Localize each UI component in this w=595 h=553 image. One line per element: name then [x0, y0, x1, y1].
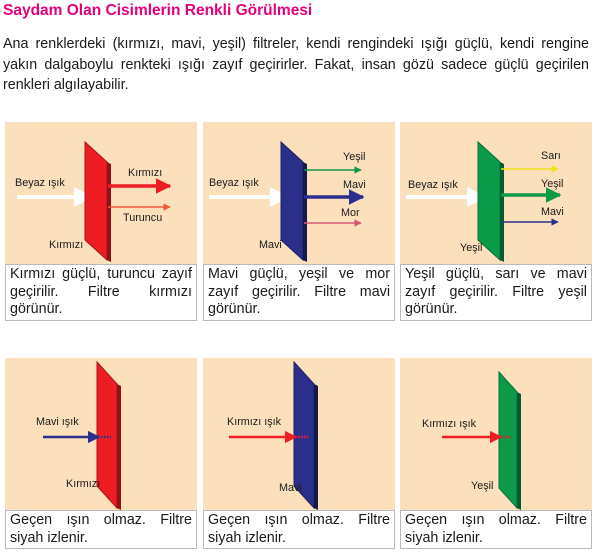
panel-white-light-red-filter: Beyaz ışık Kırmızı Turuncu Kırmızı — [5, 122, 197, 264]
panel-white-light-blue-filter: Beyaz ışık Yeşil Mavi Mor Mavi — [203, 122, 395, 264]
output-label-yellow: Sarı — [541, 150, 561, 162]
panel-white-light-green-filter: Beyaz ışık Sarı Yeşil Mavi Yeşil — [400, 122, 592, 264]
green-filter-edge — [500, 162, 504, 262]
page-title: Saydam Olan Cisimlerin Renkli Görülmesi — [3, 2, 313, 19]
blue-filter-edge — [314, 384, 318, 510]
red-filter-edge — [117, 384, 121, 510]
filter-label: Mavi — [259, 239, 282, 251]
filter-label: Kırmızı — [66, 478, 100, 490]
blue-filter-plate — [280, 140, 304, 262]
caption-blue-filter: Mavi güçlü, yeşil ve mor zayıf geçirilir… — [203, 264, 395, 321]
green-filter-edge — [517, 392, 521, 510]
diagram-green-filter-white-light: Beyaz ışık Sarı Yeşil Mavi Yeşil — [406, 140, 564, 262]
output-label-green: Yeşil — [541, 178, 563, 190]
filter-label: Kırmızı — [49, 239, 83, 251]
output-label-blue: Mavi — [541, 206, 564, 218]
blue-filter-edge — [303, 162, 307, 262]
input-light-label: Kırmızı ışık — [227, 416, 282, 428]
input-light-label: Beyaz ışık — [408, 179, 458, 191]
output-label-orange: Turuncu — [123, 212, 162, 224]
diagram-blue-filter-white-light: Beyaz ışık Yeşil Mavi Mor Mavi — [209, 140, 366, 262]
caption-green-filter: Yeşil güçlü, sarı ve mavi zayıf geçirili… — [400, 264, 592, 321]
output-label-violet: Mor — [341, 207, 360, 219]
diagram-green-filter-red-light: Kırmızı ışık Yeşil — [422, 370, 521, 510]
panel-blue-light-red-filter: Mavi ışık Kırmızı — [5, 358, 197, 510]
filter-label: Yeşil — [460, 242, 482, 254]
output-label-red: Kırmızı — [128, 167, 162, 179]
red-filter-edge — [107, 162, 111, 262]
output-label-blue: Mavi — [343, 179, 366, 191]
caption-red-filter: Kırmızı güçlü, turuncu zayıf geçirilir. … — [5, 264, 197, 321]
green-filter-plate — [498, 370, 518, 510]
intro-paragraph: Ana renklerdeki (kırmızı, mavi, yeşil) f… — [3, 36, 589, 93]
diagram-red-filter-blue-light: Mavi ışık Kırmızı — [36, 360, 121, 510]
caption-green-filter-no-ray: Geçen ışın olmaz. Filtre siyah izlenir. — [400, 510, 592, 549]
panel-red-light-green-filter: Kırmızı ışık Yeşil — [400, 358, 592, 510]
output-label-green: Yeşil — [343, 151, 365, 163]
input-light-label: Beyaz ışık — [15, 177, 65, 189]
red-filter-plate — [84, 140, 108, 262]
diagram-blue-filter-red-light: Kırmızı ışık Mavi — [227, 360, 318, 510]
caption-red-filter-no-ray: Geçen ışın olmaz. Filtre siyah izlenir. — [5, 510, 197, 549]
panel-red-light-blue-filter: Kırmızı ışık Mavi — [203, 358, 395, 510]
filter-label: Mavi — [279, 482, 302, 494]
input-light-label: Mavi ışık — [36, 416, 79, 428]
input-light-label: Beyaz ışık — [209, 177, 259, 189]
diagram-red-filter-white-light: Beyaz ışık Kırmızı Turuncu Kırmızı — [15, 140, 172, 262]
input-light-label: Kırmızı ışık — [422, 418, 477, 430]
caption-blue-filter-no-ray: Geçen ışın olmaz. Filtre siyah izlenir. — [203, 510, 395, 549]
filter-label: Yeşil — [471, 480, 493, 492]
